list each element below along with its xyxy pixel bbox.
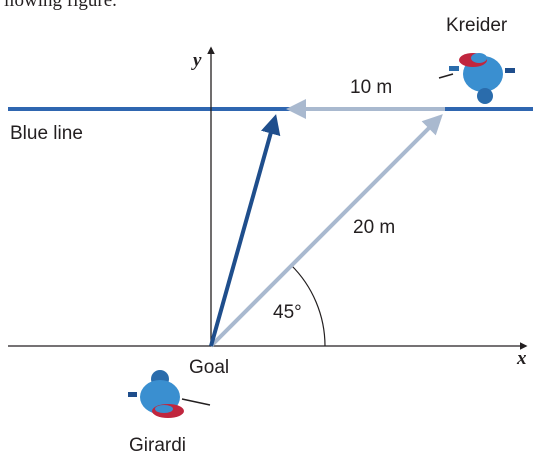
diagonal-vector	[209, 114, 443, 348]
diagonal-vector-label: 20 m	[353, 217, 395, 238]
player-bottom-label: Girardi	[129, 435, 186, 456]
caption-fragment: llowing figure.	[4, 0, 117, 11]
resultant-vector	[209, 114, 281, 347]
blue-line-label: Blue line	[10, 123, 83, 144]
player-bottom-icon	[128, 370, 211, 418]
angle-arc	[290, 264, 326, 347]
horizontal-vector-label: 10 m	[350, 77, 392, 98]
origin-label: Goal	[189, 357, 229, 378]
angle-label: 45°	[273, 302, 302, 323]
x-axis-label: x	[516, 348, 527, 369]
player-top-icon	[438, 53, 515, 104]
y-axis-label: y	[191, 50, 202, 71]
player-top-label: Kreider	[446, 15, 508, 36]
